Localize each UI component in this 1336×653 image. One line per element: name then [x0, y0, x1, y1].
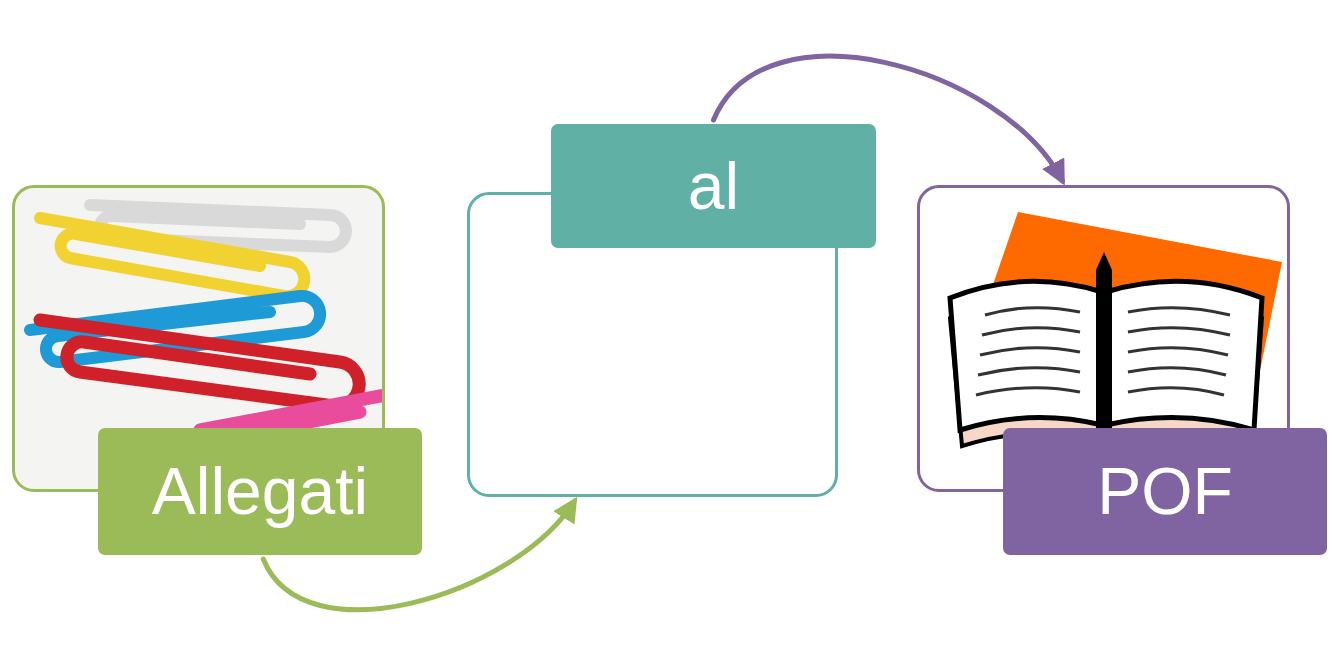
label-text: POF — [1097, 455, 1233, 528]
label-box: POF — [1003, 428, 1327, 555]
label-text: Allegati — [152, 455, 368, 528]
label-box: Allegati — [98, 428, 422, 555]
book-clipart — [950, 212, 1282, 446]
outline-box: al — [467, 192, 838, 497]
label-box: al — [551, 124, 876, 248]
outline-box: POF — [917, 185, 1290, 492]
label-text: al — [688, 150, 739, 223]
outline-box: Allegati — [12, 185, 385, 492]
